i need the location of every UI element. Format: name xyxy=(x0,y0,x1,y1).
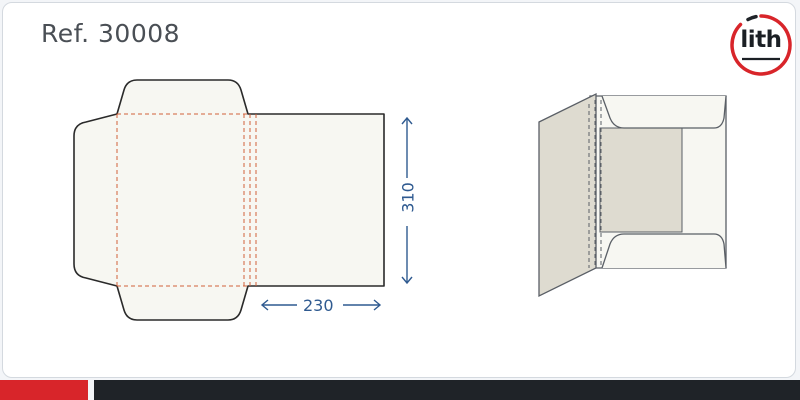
logo-ring xyxy=(730,14,792,76)
width-dimension xyxy=(260,299,382,311)
width-label: 230 xyxy=(303,296,334,315)
spine-folds xyxy=(588,100,602,268)
top-flap xyxy=(601,95,727,129)
template-outline xyxy=(73,79,385,321)
bottom-flap xyxy=(601,233,727,269)
pocket-inside xyxy=(599,127,683,233)
folded-folder-illustration xyxy=(538,92,727,298)
footer-bar xyxy=(94,380,800,400)
fold-lines xyxy=(116,113,257,287)
logo-text: lith xyxy=(740,27,782,53)
height-dimension xyxy=(401,116,413,285)
footer-accent-bar xyxy=(0,380,88,400)
height-label: 310 xyxy=(398,182,418,213)
lith-logo-icon: lith xyxy=(730,14,792,76)
flat-template xyxy=(73,79,385,321)
reference-title: Ref. 30008 xyxy=(41,19,181,48)
front-cover xyxy=(538,92,597,298)
folder-diagram xyxy=(73,79,727,321)
